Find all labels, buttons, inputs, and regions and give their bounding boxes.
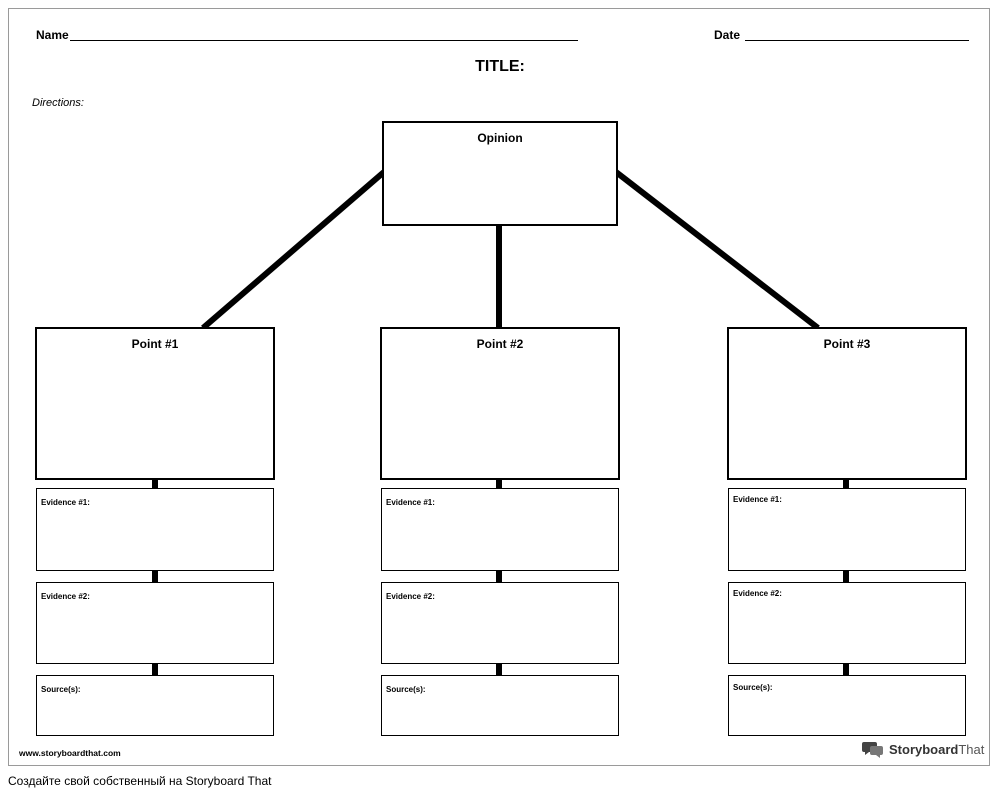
point-3-evidence-1-box[interactable]: Evidence #1: bbox=[728, 488, 966, 571]
point-3-title: Point #3 bbox=[823, 337, 871, 351]
link-opinion-point1 bbox=[201, 169, 386, 331]
link-opinion-point3 bbox=[614, 169, 820, 331]
point-3-box[interactable]: Point #3 bbox=[727, 327, 967, 480]
brand-name: Storyboard bbox=[889, 741, 959, 757]
point-3-evidence-2-box[interactable]: Evidence #2: bbox=[728, 582, 966, 664]
point-1-sources-label: Source(s): bbox=[41, 685, 81, 694]
create-your-own-link[interactable]: Создайте свой собственный на Storyboard … bbox=[8, 774, 272, 788]
point-3-evidence-1-label: Evidence #1: bbox=[733, 495, 782, 504]
point-3-sources-label: Source(s): bbox=[733, 683, 773, 692]
point-1-evidence-2-box[interactable]: Evidence #2: bbox=[36, 582, 274, 664]
storyboardthat-logo[interactable]: StoryboardThat bbox=[862, 740, 984, 758]
point-1-box[interactable]: Point #1 bbox=[35, 327, 275, 480]
column-2-connector bbox=[496, 478, 502, 678]
point-2-evidence-1-box[interactable]: Evidence #1: bbox=[381, 488, 619, 571]
column-1-connector bbox=[152, 478, 158, 678]
point-1-evidence-1-label: Evidence #1: bbox=[41, 498, 90, 507]
date-label: Date bbox=[714, 28, 741, 42]
page-title: TITLE: bbox=[475, 58, 525, 75]
column-3-connector bbox=[843, 478, 849, 678]
point-1-sources-box[interactable]: Source(s): bbox=[36, 675, 274, 736]
brand-suffix: That bbox=[958, 741, 985, 757]
point-1-evidence-1-box[interactable]: Evidence #1: bbox=[36, 488, 274, 571]
point-2-sources-label: Source(s): bbox=[386, 685, 426, 694]
point-1-evidence-2-label: Evidence #2: bbox=[41, 592, 90, 601]
speech-bubbles-icon bbox=[862, 742, 883, 758]
footer-url[interactable]: www.storyboardthat.com bbox=[19, 748, 121, 758]
point-2-evidence-1-label: Evidence #1: bbox=[386, 498, 435, 507]
point-3-sources-box[interactable]: Source(s): bbox=[728, 675, 966, 736]
point-2-title: Point #2 bbox=[476, 337, 524, 351]
name-label: Name bbox=[36, 28, 69, 42]
date-line[interactable] bbox=[745, 40, 969, 41]
point-2-sources-box[interactable]: Source(s): bbox=[381, 675, 619, 736]
point-2-box[interactable]: Point #2 bbox=[380, 327, 620, 480]
opinion-label: Opinion bbox=[477, 131, 523, 145]
name-line[interactable] bbox=[70, 40, 578, 41]
opinion-box[interactable]: Opinion bbox=[382, 121, 618, 226]
point-2-evidence-2-label: Evidence #2: bbox=[386, 592, 435, 601]
directions-label: Directions: bbox=[32, 97, 84, 109]
point-1-title: Point #1 bbox=[131, 337, 179, 351]
point-2-evidence-2-box[interactable]: Evidence #2: bbox=[381, 582, 619, 664]
point-3-evidence-2-label: Evidence #2: bbox=[733, 589, 782, 598]
